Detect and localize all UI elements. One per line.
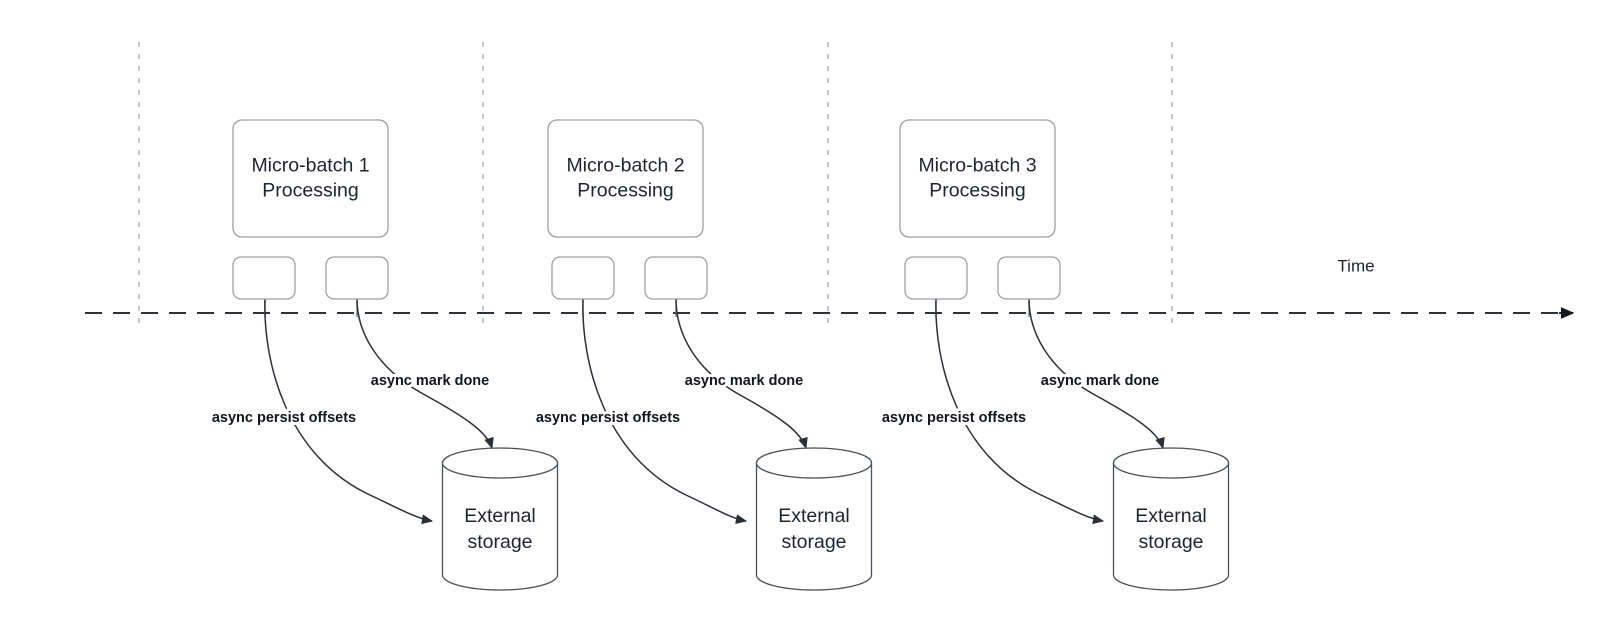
flow-edge-layer	[264, 298, 1165, 525]
external-storage-1-top	[441, 447, 559, 479]
micro-batch-2-box-line2: Processing	[577, 180, 673, 202]
micro-batch-2-task-b[interactable]	[644, 256, 708, 300]
external-storage-1-line1: External	[464, 505, 536, 527]
phase-divider-layer	[138, 42, 1173, 330]
micro-batch-1-task-b[interactable]	[325, 256, 389, 300]
external-storage-3-line1: External	[1135, 505, 1207, 527]
async-persist-offsets-edge-1	[264, 298, 434, 525]
external-storage-1-body[interactable]	[441, 462, 559, 591]
external-storage-3-top	[1112, 447, 1230, 479]
async-persist-offsets-edge-2-label: async persist offsets	[536, 410, 680, 426]
async-persist-offsets-edge-1-label: async persist offsets	[212, 410, 356, 426]
async-mark-done-edge-1-label: async mark done	[371, 373, 489, 389]
micro-batch-2-box-line1: Micro-batch 2	[566, 155, 684, 177]
async-mark-done-edge-3	[1028, 298, 1165, 450]
axis-label-layer: Time	[1337, 256, 1374, 275]
micro-batch-1-task-a[interactable]	[232, 256, 296, 300]
async-persist-offsets-edge-3	[935, 298, 1105, 525]
async-persist-offsets-edge-3-label: async persist offsets	[882, 410, 1026, 426]
async-mark-done-edge-3-label: async mark done	[1041, 373, 1159, 389]
micro-batch-1-box-line2: Processing	[262, 180, 358, 202]
external-storage-2-line1: External	[778, 505, 850, 527]
async-mark-done-edge-1	[356, 298, 494, 450]
micro-batch-2-task-a[interactable]	[551, 256, 615, 300]
time-axis-label: Time	[1337, 256, 1374, 275]
external-storage-2-body[interactable]	[755, 462, 873, 591]
micro-batch-2-box[interactable]	[547, 119, 704, 238]
micro-batch-1-box[interactable]	[232, 119, 389, 238]
external-storage-1-line2: storage	[467, 531, 532, 553]
external-storage-2-line2: storage	[781, 531, 846, 553]
micro-batch-3-box-line2: Processing	[929, 180, 1025, 202]
micro-batch-3-task-b[interactable]	[997, 256, 1061, 300]
async-mark-done-edge-2	[675, 298, 808, 450]
async-persist-offsets-edge-2	[582, 298, 748, 524]
micro-batch-3-box[interactable]	[899, 119, 1056, 238]
micro-batch-3-task-a[interactable]	[904, 256, 968, 300]
micro-batch-1-box-line1: Micro-batch 1	[251, 155, 369, 177]
external-storage-2-top	[755, 447, 873, 479]
external-storage-3-body[interactable]	[1112, 462, 1230, 591]
async-mark-done-edge-2-label: async mark done	[685, 373, 803, 389]
external-storage-3-line2: storage	[1138, 531, 1203, 553]
micro-batch-3-box-line1: Micro-batch 3	[918, 155, 1036, 177]
edge-label-layer: async persist offsets async mark done asyn…	[209, 370, 1162, 429]
